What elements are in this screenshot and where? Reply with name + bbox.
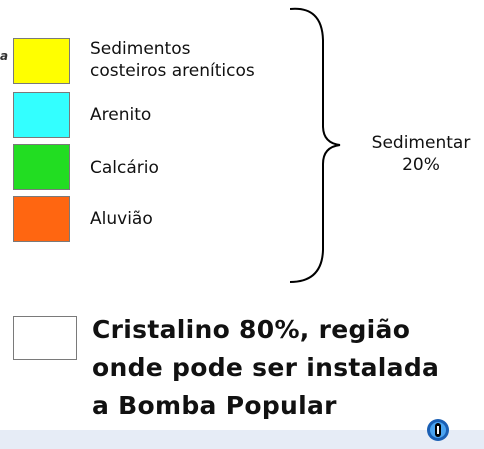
group-label-percent: 20% [402,155,440,175]
label-calcario: Calcário [90,158,159,178]
group-brace [290,7,341,283]
swatch-cristalino [13,316,77,360]
swatch-sedimentos-costeiros [13,38,70,84]
group-label-sedimentar: Sedimentar 20% [358,132,484,176]
label-arenito: Arenito [90,105,152,125]
label-aluviao: Aluvião [90,209,153,229]
info-icon[interactable] [426,418,450,442]
group-label-line-1: Sedimentar [371,133,471,153]
label-cristalino-line-3: a Bomba Popular [92,391,337,420]
label-cristalino: Cristalino 80%, região onde pode ser ins… [92,311,472,425]
label-sedimentos-costeiros: Sedimentos costeiros areníticos [90,38,255,82]
cropped-map-text: a [0,49,9,63]
swatch-calcario [13,144,70,190]
label-line-2: costeiros areníticos [90,61,255,81]
label-line-1: Sedimentos [90,39,191,59]
swatch-arenito [13,92,70,138]
swatch-aluviao [13,196,70,242]
label-cristalino-line-2: onde pode ser instalada [92,353,440,382]
label-cristalino-line-1: Cristalino 80%, região [92,315,411,344]
bottom-strip [0,430,484,449]
